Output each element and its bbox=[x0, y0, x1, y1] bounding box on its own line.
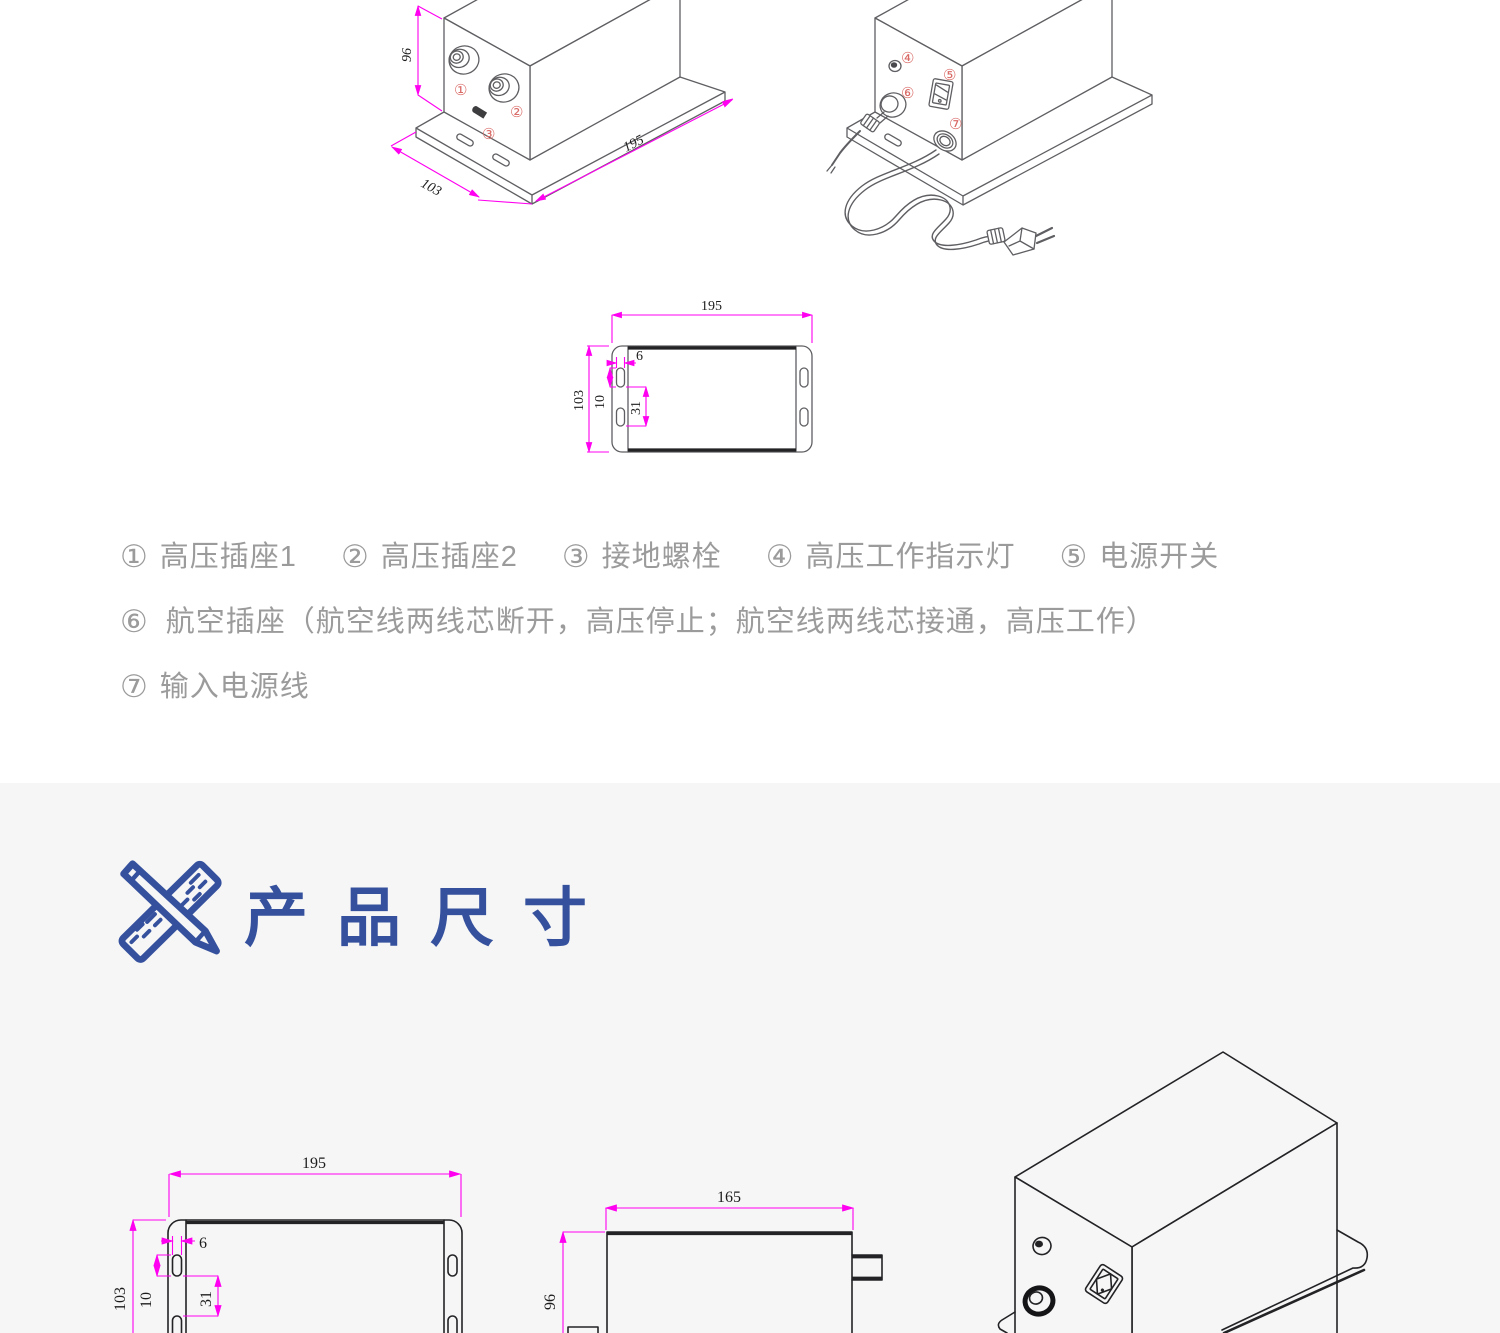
legend-label-4: 高压工作指示灯 bbox=[805, 541, 1016, 573]
power-switch bbox=[928, 78, 954, 110]
dim-slot-6: 6 bbox=[636, 349, 643, 364]
callout-6: ⑥ bbox=[901, 86, 914, 102]
legend-label-6: 航空插座（航空线两线芯断开，高压停止；航空线两线芯接通，高压工作） bbox=[165, 606, 1156, 638]
dim-width-103: 103 bbox=[418, 176, 444, 199]
side-view-drawing: 165 96 bbox=[542, 1189, 883, 1333]
ruler-pencil-icon bbox=[118, 860, 222, 963]
legend-item-5: ⑤ 电源开关 bbox=[1060, 540, 1220, 574]
legend-item-2: ② 高压插座2 bbox=[341, 540, 518, 574]
dim-slot-6: 6 bbox=[199, 1235, 207, 1252]
hv-socket-2 bbox=[488, 73, 520, 103]
hv-socket bbox=[1022, 1285, 1056, 1317]
iso-drawing-large bbox=[997, 1051, 1369, 1333]
power-switch bbox=[1084, 1263, 1124, 1305]
legend-item-1: ① 高压插座1 bbox=[120, 540, 297, 574]
callout-5: ⑤ bbox=[943, 68, 956, 84]
legend-label-3: 接地螺栓 bbox=[601, 541, 722, 573]
callout-4: ④ bbox=[901, 51, 914, 67]
legend-row-2: ⑥ 航空插座（航空线两线芯断开，高压停止；航空线两线芯接通，高压工作） bbox=[120, 605, 1420, 639]
legend-item-6: ⑥ 航空插座（航空线两线芯断开，高压停止；航空线两线芯接通，高压工作） bbox=[120, 605, 1156, 639]
legend-label-1: 高压插座1 bbox=[159, 541, 297, 573]
dim-slot-31: 31 bbox=[629, 401, 644, 415]
dim-width-103: 103 bbox=[112, 1287, 129, 1311]
top-view-drawing: 195 103 6 10 31 bbox=[572, 299, 814, 454]
dim-slot-10: 10 bbox=[593, 395, 608, 409]
callout-3: ③ bbox=[482, 127, 495, 143]
callout-1: ① bbox=[454, 83, 467, 99]
legend-row-1: ① 高压插座1 ② 高压插座2 ③ 接地螺栓 ④ 高压工作指示灯 ⑤ 电源开关 bbox=[120, 540, 1420, 574]
hv-socket-1 bbox=[448, 45, 480, 75]
legend-num-6: ⑥ bbox=[120, 604, 148, 639]
legend-label-7: 输入电源线 bbox=[159, 671, 310, 703]
aviation-socket bbox=[826, 92, 907, 174]
dim-length-195: 195 bbox=[302, 1155, 326, 1172]
indicator-light bbox=[1032, 1236, 1052, 1256]
dim-slot-10: 10 bbox=[138, 1292, 155, 1308]
legend-num-3: ③ bbox=[561, 539, 590, 574]
legend-label-2: 高压插座2 bbox=[380, 541, 518, 573]
ground-bolt bbox=[472, 106, 488, 119]
legend-item-3: ③ 接地螺栓 bbox=[562, 540, 722, 574]
callout-7: ⑦ bbox=[949, 117, 962, 133]
top-view-drawing-large: 195 103 6 10 31 bbox=[112, 1155, 463, 1333]
legend-num-5: ⑤ bbox=[1059, 539, 1088, 574]
legend-num-7: ⑦ bbox=[120, 669, 148, 704]
dim-width-103: 103 bbox=[572, 390, 587, 411]
power-cord bbox=[844, 130, 1056, 256]
section-header: 产品尺寸 bbox=[118, 857, 616, 969]
callout-legend: ① 高压插座1 ② 高压插座2 ③ 接地螺栓 ④ 高压工作指示灯 ⑤ 电源开关 … bbox=[120, 540, 1420, 735]
iso-drawing-back-view: ④ ⑤ ⑥ ⑦ bbox=[826, 0, 1153, 256]
legend-num-4: ④ bbox=[765, 539, 794, 574]
legend-item-7: ⑦ 输入电源线 bbox=[120, 670, 310, 704]
legend-item-4: ④ 高压工作指示灯 bbox=[766, 540, 1016, 574]
callout-2: ② bbox=[510, 105, 523, 121]
section-title: 产品尺寸 bbox=[244, 882, 616, 954]
legend-num-2: ② bbox=[340, 539, 369, 574]
dim-height-96: 96 bbox=[400, 48, 415, 62]
indicator-light bbox=[888, 59, 902, 73]
dim-height-96: 96 bbox=[542, 1294, 559, 1310]
dim-slot-31: 31 bbox=[198, 1291, 215, 1307]
legend-label-5: 电源开关 bbox=[1099, 541, 1220, 573]
dim-length-165: 165 bbox=[717, 1189, 741, 1206]
iso-drawing-front-view: ① ② ③ 96 103 195 bbox=[390, 0, 734, 205]
legend-num-1: ① bbox=[120, 539, 148, 574]
dim-length-195: 195 bbox=[701, 299, 722, 314]
legend-row-3: ⑦ 输入电源线 bbox=[120, 670, 1420, 704]
